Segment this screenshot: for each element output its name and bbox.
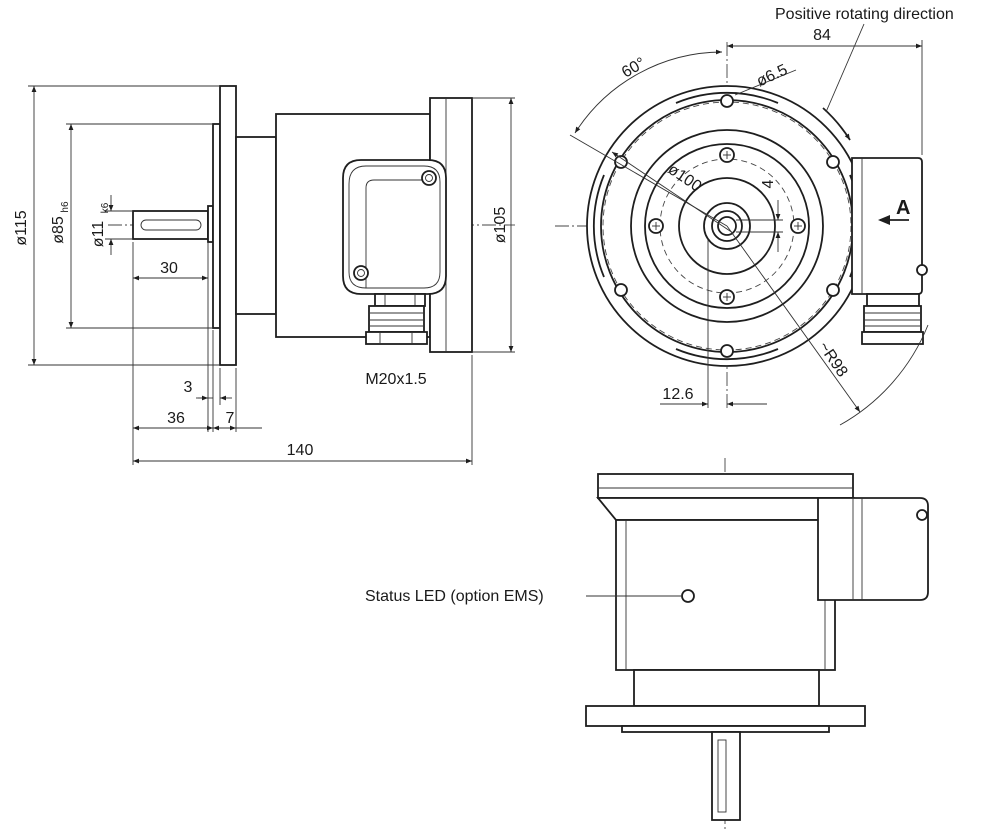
dim-len30: 30 xyxy=(160,260,178,277)
dim-d11: ø11 xyxy=(90,221,107,247)
dim-d85-tolerance: h6 xyxy=(60,201,71,213)
view-a: Status LED (option EMS) xyxy=(365,458,929,830)
dim-d6-5: ø6.5 xyxy=(754,61,790,90)
dim-len3: 3 xyxy=(184,379,193,396)
status-led-label: Status LED (option EMS) xyxy=(365,588,544,605)
dim-84: 84 xyxy=(813,27,831,44)
dim-r98: ~R98 xyxy=(815,339,851,381)
mounting-holes xyxy=(614,94,840,358)
rotation-label: Positive rotating direction xyxy=(775,6,954,23)
dim-len36: 36 xyxy=(167,410,185,427)
dim-len140: 140 xyxy=(287,442,314,459)
front-view: A Positive rotating direction 84 60° ø6.… xyxy=(555,6,954,426)
view-a-label: A xyxy=(896,197,910,219)
dim-angle-60: 60° xyxy=(619,55,648,82)
dim-d105: ø105 xyxy=(492,207,509,244)
dim-d11-tolerance: k6 xyxy=(100,202,111,213)
dim-12-6: 12.6 xyxy=(662,386,693,403)
dim-len7: 7 xyxy=(226,410,235,427)
dim-4: 4 xyxy=(760,179,777,188)
inner-screws xyxy=(648,147,806,305)
dim-d85: ø85 xyxy=(50,216,67,244)
side-view: ø115 ø85 h6 ø11 k6 ø105 30 3 36 7 140 M2… xyxy=(13,85,515,465)
cable-gland-label: M20x1.5 xyxy=(365,371,426,388)
dim-d115: ø115 xyxy=(13,210,30,245)
status-led xyxy=(681,589,695,603)
